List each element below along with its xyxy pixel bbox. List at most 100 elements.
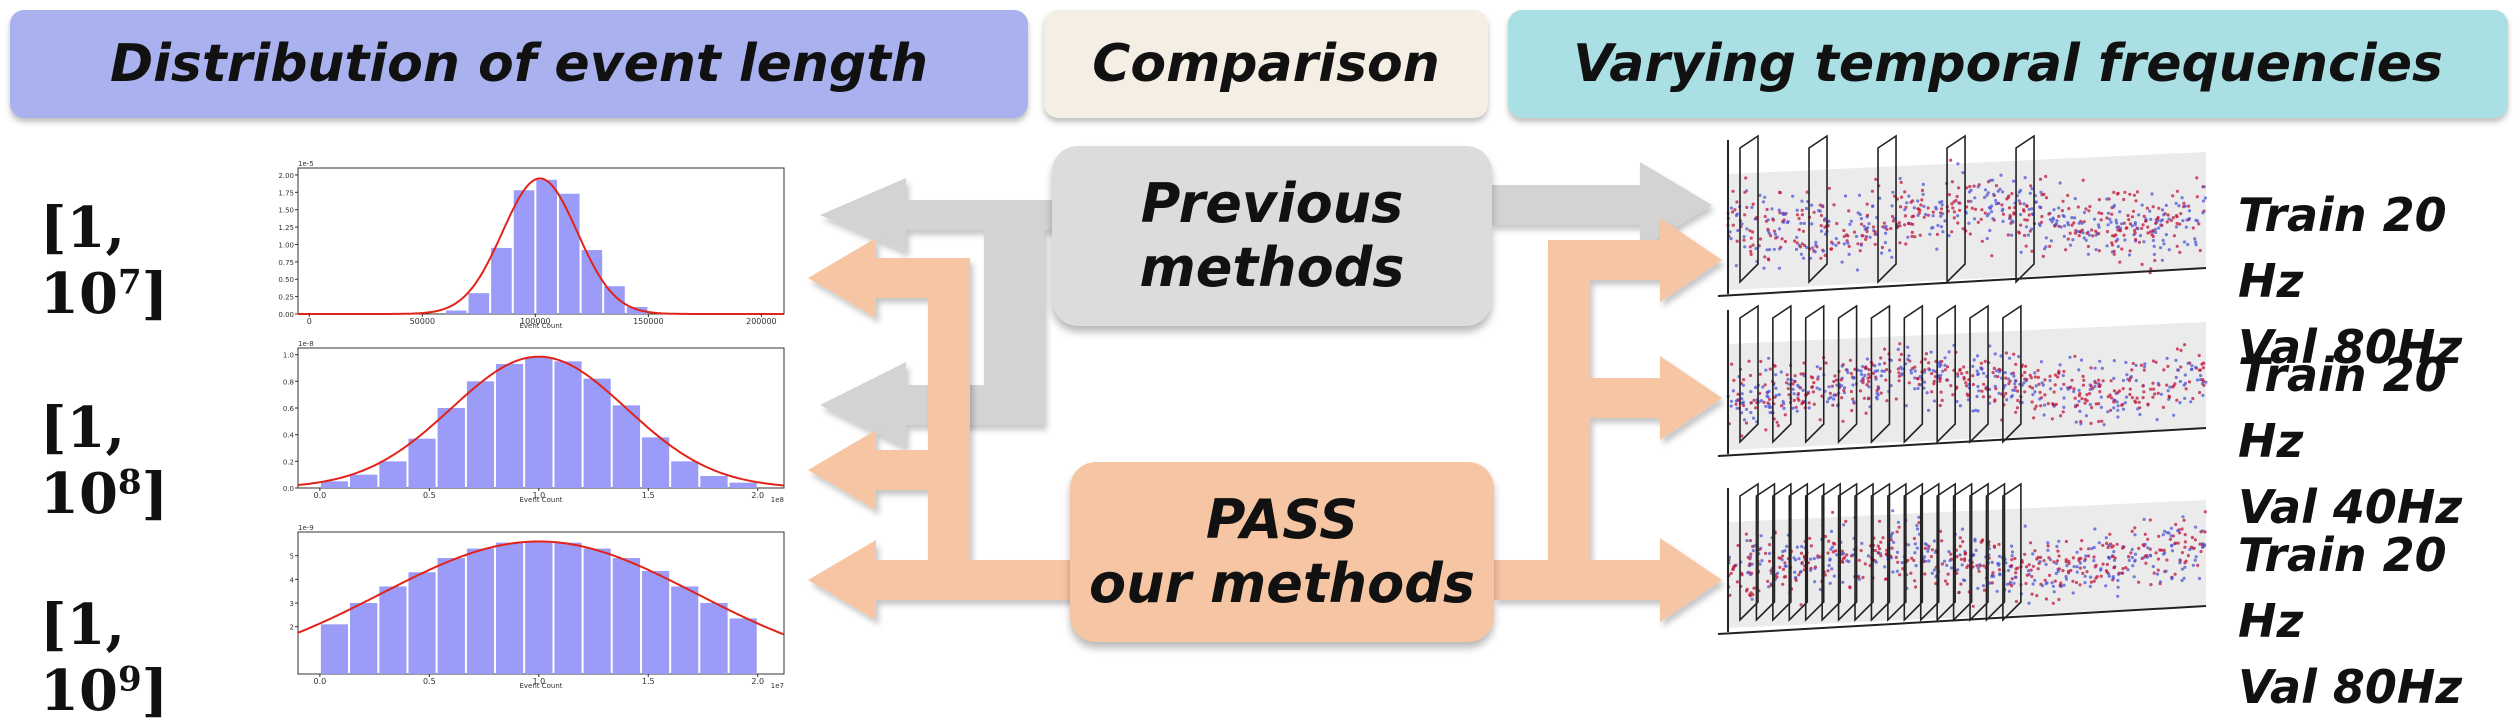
fit-curve — [297, 355, 785, 487]
event-point-positive — [1752, 586, 1756, 590]
event-point-positive — [1907, 381, 1911, 385]
event-point-negative — [1980, 367, 1984, 371]
event-point-positive — [1777, 556, 1781, 560]
event-point-negative — [1943, 356, 1947, 360]
event-point-positive — [1964, 384, 1969, 388]
time-slice-frame — [1788, 482, 1809, 622]
event-point-negative — [2079, 358, 2084, 362]
event-point-negative — [2094, 248, 2098, 252]
event-point-negative — [1870, 204, 1875, 208]
event-point-negative — [1735, 406, 1739, 410]
histogram-bar — [554, 361, 582, 488]
x-tick-label: 100000 — [520, 317, 551, 326]
event-point-positive — [2174, 522, 2178, 527]
event-point-positive — [2197, 222, 2201, 226]
event-point-negative — [2160, 258, 2164, 262]
event-point-positive — [2131, 361, 2135, 366]
x-tick-label: 0.5 — [423, 677, 436, 686]
event-point-negative — [2116, 404, 2120, 408]
event-point-positive — [2090, 228, 2094, 232]
event-point-positive — [2018, 202, 2022, 206]
event-point-negative — [1990, 574, 1994, 579]
event-point-positive — [2064, 248, 2068, 252]
event-point-negative — [1750, 597, 1754, 601]
event-point-positive — [1775, 420, 1779, 424]
event-point-negative — [1867, 385, 1871, 389]
event-point-negative — [2138, 412, 2142, 417]
event-point-positive — [1924, 352, 1928, 356]
event-point-positive — [1897, 379, 1901, 383]
event-point-positive — [1958, 544, 1962, 548]
event-point-negative — [2078, 561, 2082, 565]
event-point-negative — [2062, 224, 2067, 228]
event-point-positive — [2098, 390, 2102, 394]
event-point-negative — [2178, 561, 2182, 565]
event-point-negative — [2194, 525, 2198, 529]
event-point-negative — [1854, 234, 1859, 239]
histogram-bar — [554, 542, 582, 674]
event-point-positive — [1949, 384, 1953, 388]
event-point-negative — [2027, 601, 2031, 605]
event-point-negative — [2157, 226, 2161, 230]
event-point-negative — [1938, 200, 1942, 204]
event-point-negative — [1814, 243, 1818, 247]
event-point-negative — [1859, 369, 1863, 373]
event-point-positive — [1910, 234, 1914, 238]
event-point-negative — [2107, 556, 2112, 560]
event-point-negative — [1767, 585, 1771, 589]
event-point-positive — [1898, 224, 1902, 228]
event-point-negative — [1742, 418, 1747, 422]
event-point-negative — [1877, 386, 1881, 390]
event-point-positive — [1783, 561, 1787, 565]
event-point-negative — [1890, 255, 1894, 259]
time-slice-frame — [1808, 134, 1828, 284]
event-point-positive — [2127, 555, 2131, 559]
event-point-negative — [1862, 224, 1866, 228]
event-point-positive — [1983, 211, 1987, 215]
event-point-positive — [1799, 603, 1803, 607]
event-point-positive — [1743, 213, 1747, 217]
event-point-negative — [1777, 393, 1781, 397]
event-point-positive — [2071, 556, 2075, 560]
event-point-positive — [2051, 403, 2055, 407]
event-point-negative — [2136, 227, 2140, 231]
event-point-negative — [1971, 409, 1975, 413]
event-point-positive — [2191, 396, 2195, 401]
event-point-positive — [2171, 385, 2175, 389]
event-point-negative — [2109, 220, 2113, 224]
event-point-negative — [2176, 368, 2180, 372]
event-point-positive — [1873, 548, 1877, 553]
x-tick-label: 2.0 — [751, 491, 764, 500]
event-point-positive — [2066, 237, 2070, 241]
event-point-positive — [1913, 579, 1917, 583]
event-point-positive — [1749, 249, 1753, 254]
event-point-positive — [2007, 382, 2011, 386]
event-point-negative — [1888, 248, 1892, 252]
event-point-negative — [1947, 550, 1951, 554]
event-point-negative — [2194, 218, 2198, 222]
histogram-bar — [671, 586, 699, 674]
event-point-negative — [2201, 393, 2205, 397]
event-point-positive — [2030, 592, 2034, 596]
event-point-positive — [1749, 552, 1753, 556]
event-point-negative — [1774, 394, 1778, 398]
event-point-negative — [2130, 224, 2134, 228]
range-base: [1, 10 — [40, 592, 125, 724]
event-point-positive — [1824, 361, 1828, 365]
event-point-negative — [1993, 374, 1997, 378]
event-point-negative — [2057, 206, 2061, 210]
event-point-positive — [1842, 234, 1846, 239]
event-point-negative — [1745, 227, 1749, 231]
event-point-positive — [2109, 408, 2113, 412]
event-point-positive — [2043, 578, 2047, 582]
event-point-positive — [1797, 216, 1801, 221]
header-comparison: Comparison — [1044, 10, 1488, 118]
event-point-positive — [2033, 407, 2037, 411]
event-point-negative — [2084, 554, 2088, 558]
event-point-positive — [2122, 545, 2126, 549]
event-point-negative — [2030, 227, 2034, 231]
event-point-negative — [1932, 568, 1936, 572]
event-point-positive — [1889, 226, 1893, 231]
event-point-negative — [1995, 589, 1999, 593]
event-point-positive — [2040, 193, 2044, 197]
